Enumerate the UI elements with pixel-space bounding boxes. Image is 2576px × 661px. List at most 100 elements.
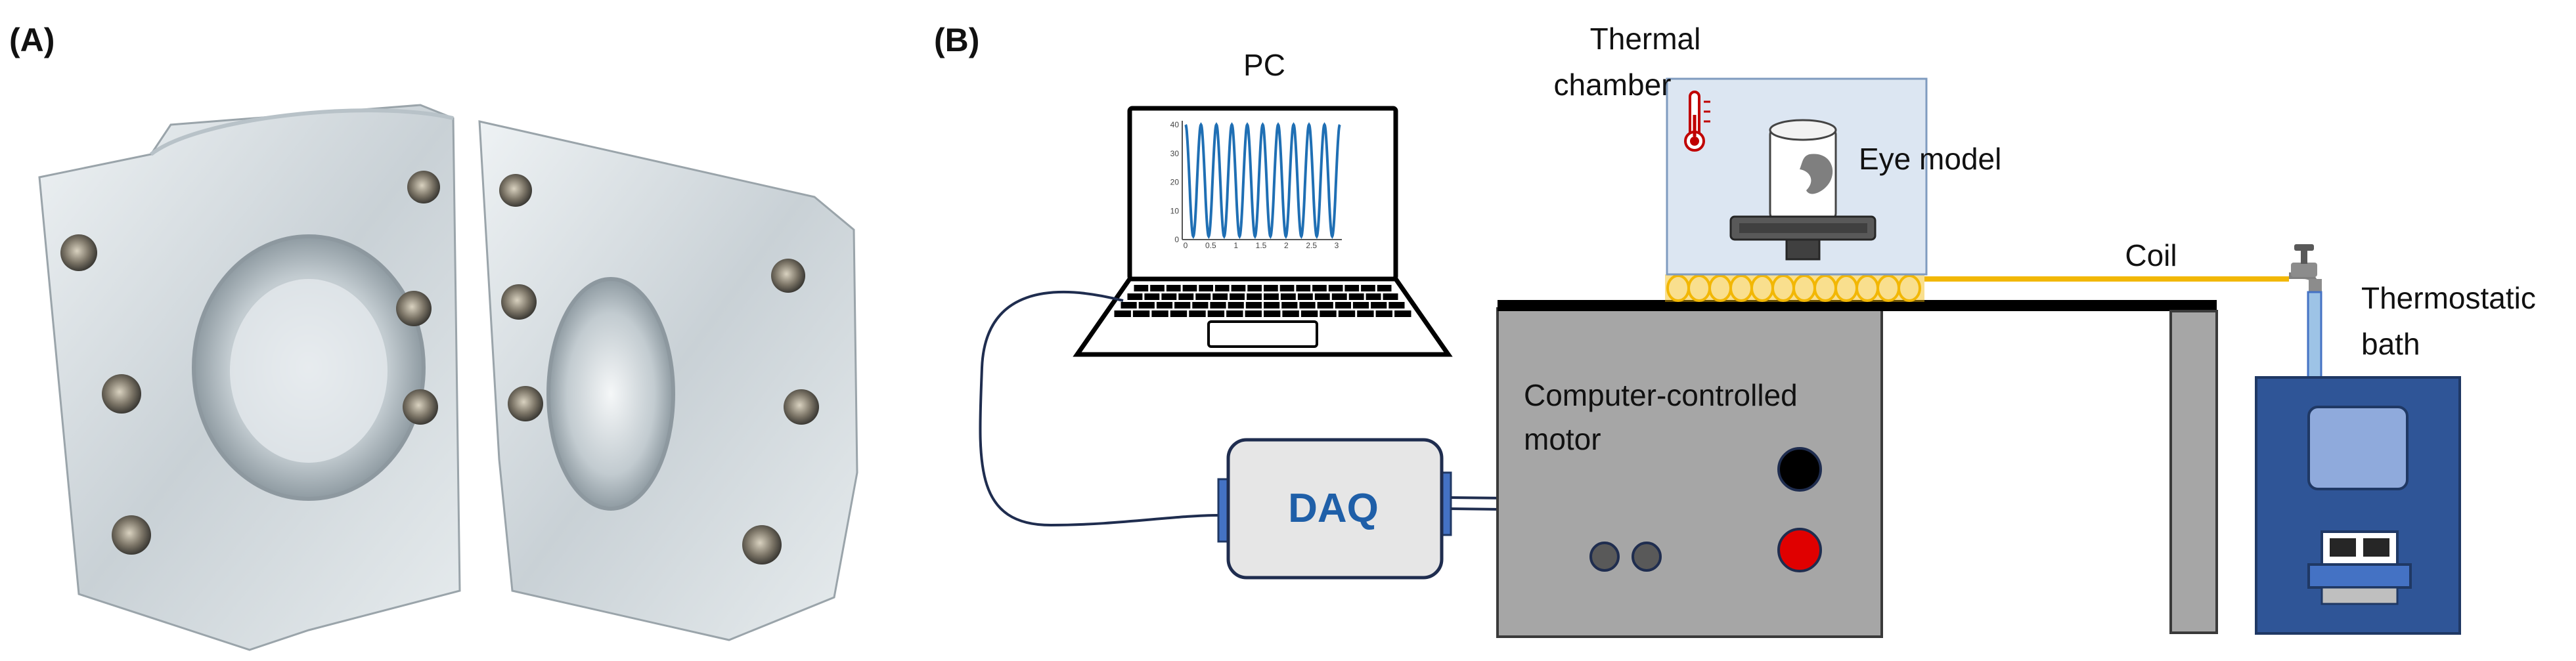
motor-label-line2: motor — [1524, 422, 1601, 456]
connector-1 — [1589, 542, 1620, 572]
keyboard-key — [1320, 310, 1337, 317]
connector-2 — [1632, 542, 1662, 572]
eye-model-label: Eye model — [1859, 142, 2001, 176]
screen-plot-ytick: 10 — [1170, 206, 1180, 215]
keyboard-key — [1182, 285, 1197, 291]
keyboard-key — [1366, 293, 1381, 300]
keyboard-key — [1226, 310, 1243, 317]
keyboard-key — [1264, 310, 1281, 317]
keyboard-key — [1121, 302, 1137, 309]
keyboard-key — [1245, 302, 1262, 309]
red-button — [1777, 528, 1822, 572]
keyboard-key — [1377, 285, 1392, 291]
keyboard-key — [1264, 285, 1278, 291]
bolt-icon — [60, 171, 819, 565]
keyboard-key — [1161, 293, 1177, 300]
panel-b-label: (B) — [934, 22, 979, 58]
keyboard-key — [1317, 302, 1333, 309]
keyboard-key — [1166, 285, 1181, 291]
table-top — [1498, 300, 2217, 311]
screen-plot-ytick: 30 — [1170, 149, 1180, 158]
keyboard-key — [1189, 310, 1206, 317]
screen-plot-xtick: 1 — [1233, 241, 1238, 250]
keyboard-key — [1296, 285, 1311, 291]
keyboard-key — [1114, 310, 1131, 317]
keyboard-key — [1174, 302, 1191, 309]
keyboard — [1114, 285, 1411, 317]
keyboard-key — [1357, 310, 1374, 317]
keyboard-key — [1214, 285, 1230, 291]
screen-plot-xtick: 2.5 — [1306, 241, 1317, 250]
daq-label: DAQ — [1288, 486, 1379, 531]
keyboard-key — [1231, 285, 1246, 291]
keyboard-key — [1281, 302, 1298, 309]
coil-loop — [1898, 274, 1921, 302]
keyboard-key — [1228, 302, 1244, 309]
screen-plot-ytick: 20 — [1170, 178, 1180, 187]
keyboard-key — [1151, 310, 1168, 317]
keyboard-key — [1178, 293, 1194, 300]
thermostatic-bath — [2255, 376, 2461, 635]
eye-model-photo — [38, 104, 858, 651]
keyboard-key — [1338, 310, 1356, 317]
keyboard-key — [1210, 302, 1226, 309]
laptop: PC 0 10 20 30 40 0 0.5 1 1.5 2 2.5 3 — [1073, 48, 1453, 357]
pc-label: PC — [1243, 48, 1285, 82]
black-button — [1777, 447, 1822, 492]
keyboard-key — [1297, 293, 1313, 300]
screen-plot-line — [1184, 122, 1341, 240]
thermal-chamber-label-line1: Thermal — [1590, 22, 1701, 56]
screen-plot-ytick: 40 — [1170, 120, 1180, 129]
cable-pc-daq — [979, 291, 1219, 527]
keyboard-key — [1127, 293, 1143, 300]
keyboard-key — [1230, 293, 1245, 300]
keyboard-key — [1247, 293, 1262, 300]
coil — [1665, 274, 1924, 302]
coil-label: Coil — [2125, 238, 2177, 272]
table-leg — [2169, 310, 2218, 634]
thermal-chamber-label-line2: chamber — [1554, 68, 1672, 102]
keyboard-key — [1170, 310, 1188, 317]
keyboard-key — [1132, 310, 1150, 317]
keyboard-key — [1314, 293, 1330, 300]
keyboard-key — [1138, 302, 1155, 309]
keyboard-key — [1247, 285, 1262, 291]
keyboard-key — [1156, 302, 1173, 309]
keyboard-key — [1312, 285, 1327, 291]
screen-plot-xtick: 0 — [1184, 241, 1188, 250]
keyboard-key — [1195, 293, 1211, 300]
screen-plot-xtick: 0.5 — [1205, 241, 1216, 250]
keyboard-key — [1352, 302, 1369, 309]
eye-model — [1729, 119, 1876, 261]
screen-plot-xtick: 1.5 — [1256, 241, 1267, 250]
keyboard-key — [1299, 302, 1316, 309]
keyboard-key — [1264, 302, 1280, 309]
keyboard-key — [1264, 293, 1279, 300]
keyboard-key — [1328, 285, 1343, 291]
touchpad — [1207, 320, 1318, 348]
keyboard-key — [1144, 293, 1160, 300]
thermostatic-label-line2: bath — [2361, 327, 2420, 361]
keyboard-key — [1150, 285, 1165, 291]
keyboard-key — [1361, 285, 1375, 291]
screen-plot-xtick: 2 — [1284, 241, 1289, 250]
keyboard-key — [1134, 285, 1149, 291]
thermostatic-label-line1: Thermostatic — [2361, 281, 2536, 315]
keyboard-key — [1348, 293, 1364, 300]
keyboard-key — [1383, 293, 1398, 300]
thermal-chamber: Thermal chamber Eye model — [1554, 22, 2001, 276]
daq-box: DAQ — [1217, 438, 1452, 580]
screen-plot-xtick: 3 — [1335, 241, 1339, 250]
faucet-icon — [2289, 244, 2322, 292]
thermometer-icon — [1684, 91, 1710, 152]
screen-plot-ytick: 0 — [1174, 235, 1179, 244]
keyboard-key — [1199, 285, 1213, 291]
keyboard-key — [1192, 302, 1209, 309]
keyboard-key — [1279, 285, 1295, 291]
keyboard-key — [1300, 310, 1318, 317]
keyboard-key — [1331, 293, 1347, 300]
bath-pipe — [2307, 291, 2322, 382]
keyboard-key — [1344, 285, 1360, 291]
motor-box: Computer-controlled motor — [1496, 307, 1883, 638]
keyboard-key — [1388, 302, 1405, 309]
